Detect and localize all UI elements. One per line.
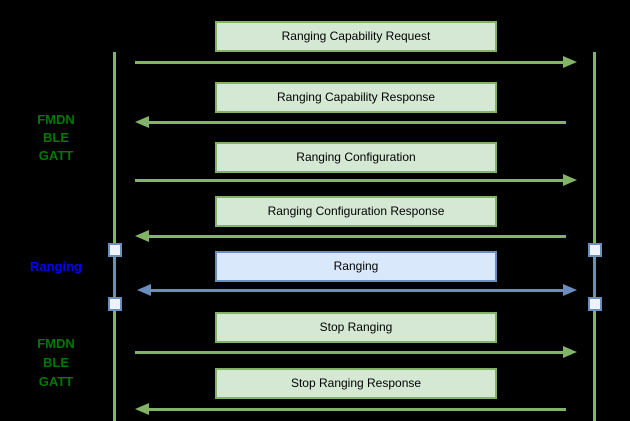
lifeline-right-ranging-segment xyxy=(593,253,596,299)
actor-label-fmdn-ble-gatt-bottom: FMDN BLE GATT xyxy=(8,334,104,391)
actor-label-fmdn-ble-gatt-top: FMDN BLE GATT xyxy=(8,111,104,165)
actor-label-line: GATT xyxy=(38,374,74,389)
actor-label-line: Ranging xyxy=(30,259,82,274)
message-box: Ranging Configuration Response xyxy=(215,196,497,227)
lifeline-left xyxy=(113,52,116,421)
message-box: Ranging Capability Request xyxy=(215,21,497,52)
actor-label-line: BLE xyxy=(43,130,69,145)
arrow-line-right xyxy=(135,61,564,64)
arrow-line-right xyxy=(135,351,564,354)
actor-label-line: GATT xyxy=(38,148,74,163)
actor-label-line: BLE xyxy=(43,355,69,370)
arrow-head-left-icon xyxy=(135,403,149,415)
activation-marker xyxy=(108,297,122,311)
arrow-line-left xyxy=(148,408,566,411)
actor-label-ranging: Ranging xyxy=(8,258,104,275)
activation-marker xyxy=(588,243,602,257)
arrow-head-left-icon xyxy=(135,230,149,242)
lifeline-left-ranging-segment xyxy=(113,253,116,299)
arrow-head-left-icon xyxy=(137,284,151,296)
lifeline-right xyxy=(593,52,596,421)
message-box: Stop Ranging xyxy=(215,312,497,343)
arrow-line-bidirectional xyxy=(150,289,564,292)
arrow-head-right-icon xyxy=(563,174,577,186)
message-box: Ranging Configuration xyxy=(215,142,497,173)
arrow-head-right-icon xyxy=(563,56,577,68)
arrow-head-left-icon xyxy=(135,116,149,128)
arrow-head-right-icon xyxy=(563,284,577,296)
message-box: Ranging Capability Response xyxy=(215,82,497,113)
arrow-line-right xyxy=(135,179,564,182)
actor-label-line: FMDN xyxy=(37,112,75,127)
activation-marker xyxy=(588,297,602,311)
arrow-line-left xyxy=(148,121,566,124)
arrow-line-left xyxy=(148,235,566,238)
message-box: Stop Ranging Response xyxy=(215,368,497,399)
activation-marker xyxy=(108,243,122,257)
message-box: Ranging xyxy=(215,251,497,282)
arrow-head-right-icon xyxy=(563,346,577,358)
actor-label-line: FMDN xyxy=(37,336,75,351)
